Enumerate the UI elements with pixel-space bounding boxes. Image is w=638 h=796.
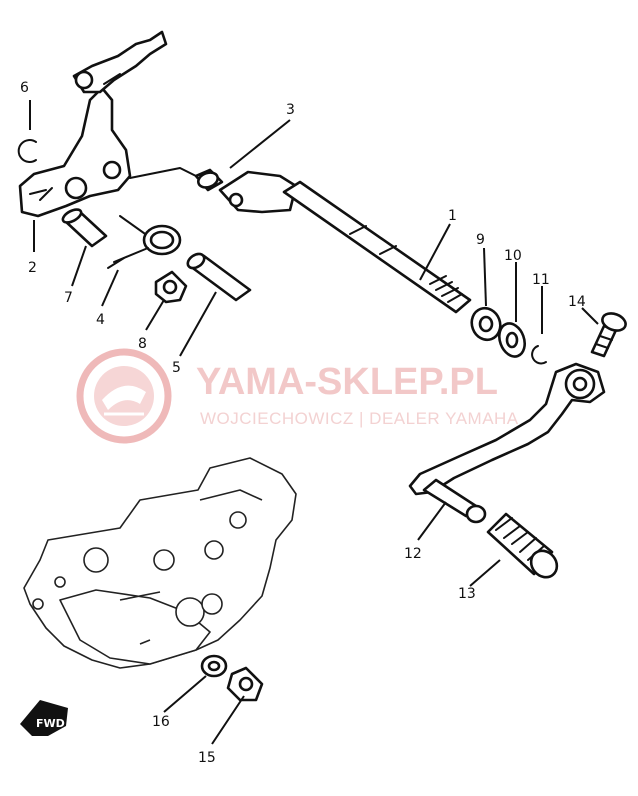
part-8-collar: [154, 270, 188, 304]
callout-16: 16: [152, 714, 170, 730]
callout-7: 7: [64, 290, 73, 306]
part-14-bolt: [590, 312, 627, 358]
leader-lines: [29, 100, 599, 745]
callout-8: 8: [138, 336, 147, 352]
callout-2: 2: [28, 260, 37, 276]
part-3-bush: [194, 168, 224, 192]
watermark-subtitle: WOJCIECHOWICZ | DEALER YAMAHA: [200, 409, 519, 428]
callout-12: 12: [404, 546, 422, 562]
part-15-bolt: [226, 666, 264, 702]
part-6-circlip: [17, 139, 37, 163]
part-5-pin: [186, 252, 252, 302]
part-2-shift-arm: [18, 30, 168, 218]
callout-6: 6: [20, 80, 29, 96]
change-pedal: [408, 362, 606, 496]
part-9-washer: [470, 306, 502, 342]
callout-1: 1: [448, 208, 457, 224]
part-4-spring: [107, 215, 182, 269]
watermark: YAMA-SKLEP.PL WOJCIECHOWICZ | DEALER YAM…: [76, 348, 519, 444]
callout-5: 5: [172, 360, 181, 376]
callout-11: 11: [532, 272, 550, 288]
callout-9: 9: [476, 232, 485, 248]
part-16-washer: [200, 654, 228, 678]
callout-4: 4: [96, 312, 105, 328]
forward-arrow-icon: FWD: [20, 700, 68, 736]
callout-3: 3: [286, 102, 295, 118]
part-12-bolt: [422, 478, 487, 524]
fwd-label: FWD: [36, 717, 65, 730]
callout-15: 15: [198, 750, 216, 766]
callout-14: 14: [568, 294, 586, 310]
callout-13: 13: [458, 586, 476, 602]
callout-10: 10: [504, 248, 522, 264]
watermark-title: YAMA-SKLEP.PL: [196, 361, 498, 403]
part-1-shift-shaft: [218, 170, 472, 314]
engine-crankcase: [23, 457, 297, 669]
callouts: 6 3 1 2 7 4 8 5 9 10 11 14 12 13 16 15: [20, 80, 586, 766]
part-13-footpeg-rubber: [486, 512, 559, 579]
watermark-logo-icon: [76, 348, 172, 444]
part-11-circlip: [531, 345, 547, 365]
part-7-pin: [61, 208, 108, 248]
part-10-washer: [498, 322, 526, 358]
